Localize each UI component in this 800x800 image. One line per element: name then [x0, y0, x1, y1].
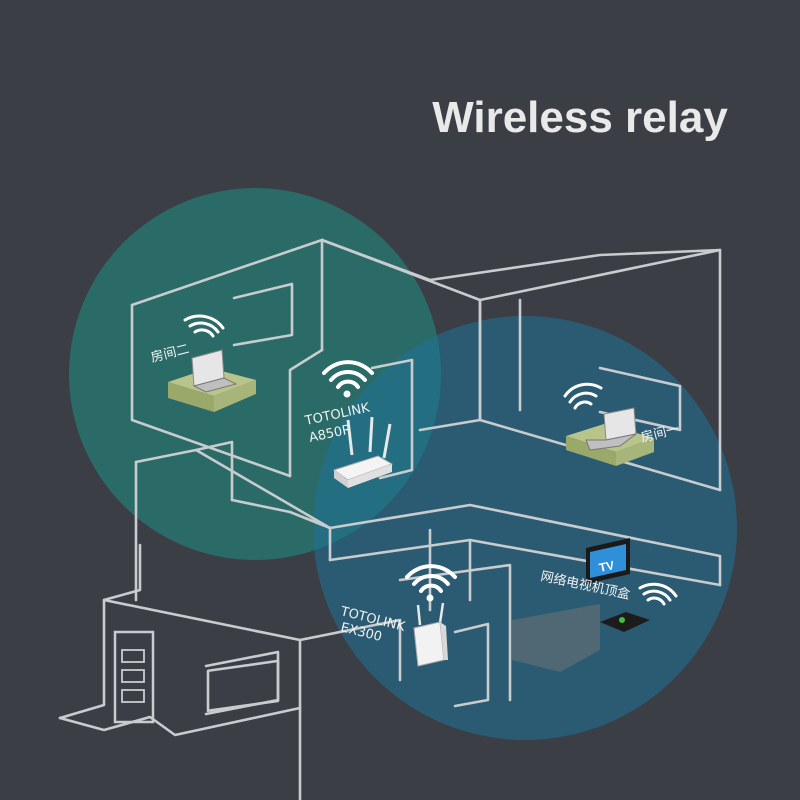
tv-screen-text: TV: [598, 558, 616, 575]
sofa-icon: [512, 604, 600, 672]
router-wifi-icon: [322, 360, 374, 398]
router-icon: [332, 416, 394, 488]
page-title: Wireless relay: [432, 93, 728, 142]
set-top-box-wifi-icon: [638, 582, 678, 606]
extender-icon: [413, 602, 448, 667]
tv-icon: TV: [586, 538, 630, 584]
extender-coverage-area: [313, 316, 737, 740]
room-two-wifi-icon: [183, 314, 225, 338]
room-two-laptop-icon: [191, 349, 238, 393]
extender-wifi-icon: [405, 564, 457, 602]
room-one-wifi-icon: [563, 382, 603, 410]
set-top-box-icon: [600, 612, 650, 632]
room-one-laptop-icon: [585, 407, 637, 451]
house-outline: [58, 238, 722, 800]
front-door: [113, 630, 155, 724]
